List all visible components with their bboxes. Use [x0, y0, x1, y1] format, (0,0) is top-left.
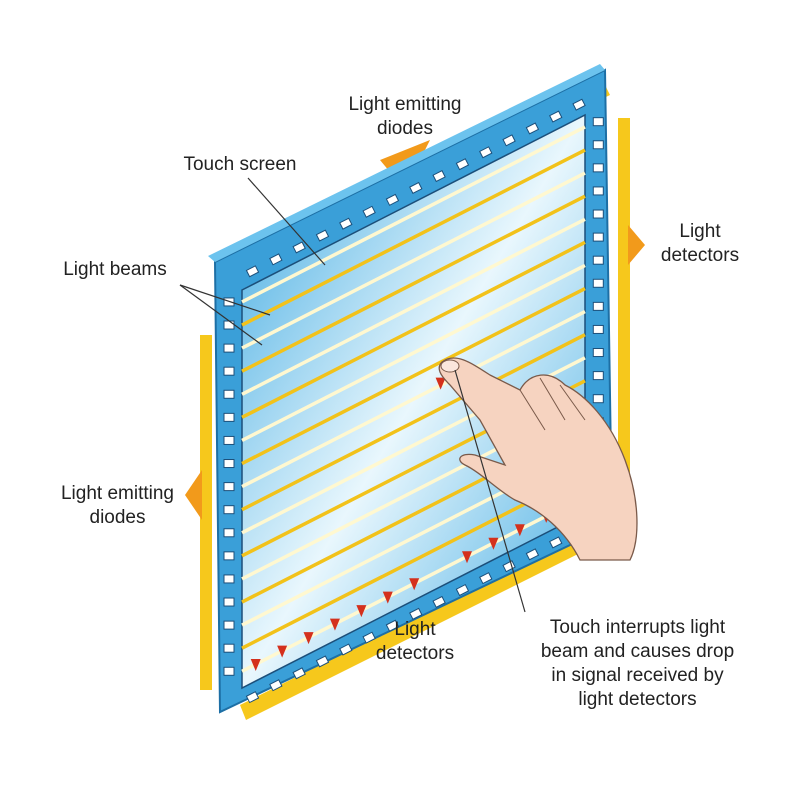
emitter-diode-top: [269, 253, 283, 266]
emitter-diode-left: [223, 435, 235, 445]
emitter-diode-left: [223, 389, 235, 399]
emitter-diode-top: [502, 134, 516, 147]
detector-diode-right: [592, 140, 604, 150]
emitter-diode-top: [245, 265, 260, 278]
emitter-diode-left: [223, 666, 235, 676]
detector-diode-bottom: [385, 619, 400, 632]
detector-diode-right: [592, 278, 604, 288]
emitter-diode-left: [223, 343, 235, 353]
emitter-diode-top: [315, 229, 330, 242]
arrow-left-icon: [185, 470, 202, 520]
detector-diode-bottom: [292, 667, 306, 680]
emitter-diode-left: [223, 551, 235, 561]
beam-arrowhead: [250, 659, 261, 672]
beam-arrowhead: [409, 578, 420, 591]
beam-arrowhead: [488, 537, 499, 550]
bracket-right: [618, 118, 630, 503]
label-light-beams: Light beams: [63, 259, 167, 280]
label-top-light-emitting-diodes: Light emitting diodes: [348, 94, 462, 139]
emitter-diode-left: [223, 597, 235, 607]
detector-diode-bottom: [525, 548, 540, 561]
emitter-diode-top: [339, 217, 353, 230]
emitter-diode-top: [432, 170, 446, 183]
emitter-diode-left: [223, 643, 235, 653]
emitter-diode-top: [292, 241, 306, 254]
detector-diode-bottom: [362, 631, 376, 644]
arrow-right-icon: [628, 225, 645, 265]
emitter-diode-left: [223, 528, 235, 538]
emitter-diode-top: [549, 110, 563, 123]
detector-diode-bottom: [549, 536, 563, 549]
detector-diode-right: [592, 186, 604, 196]
emitter-diode-top: [525, 122, 540, 135]
detector-diode-bottom: [502, 560, 516, 573]
emitter-diode-left: [223, 459, 235, 469]
label-touch-interrupts-note: Touch interrupts light beam and causes d…: [540, 617, 735, 710]
emitter-diode-top: [479, 146, 493, 159]
detector-diode-right: [592, 209, 604, 219]
label-left-light-emitting-diodes: Light emitting diodes: [60, 483, 174, 528]
emitter-diode-top: [385, 193, 400, 206]
detector-diode-right: [592, 394, 604, 404]
beam-arrowhead: [356, 605, 367, 618]
detector-diode-bottom: [455, 583, 470, 597]
detector-diode-bottom: [479, 572, 493, 585]
emitter-diode-top: [362, 205, 376, 218]
detector-diode-right: [592, 324, 604, 334]
emitter-diode-top: [572, 98, 586, 111]
leader-touch-screen: [247, 177, 326, 266]
detector-diode-right: [592, 301, 604, 311]
detector-diode-right: [592, 232, 604, 242]
frame-top-edge: [208, 64, 605, 262]
emitter-diode-left: [223, 620, 235, 630]
emitter-diode-left: [223, 412, 235, 422]
leader-light-beam-1: [179, 284, 271, 316]
detector-diode-bottom: [432, 595, 446, 608]
beam-arrowhead: [303, 632, 314, 645]
hand-touching-screen: [438, 357, 638, 561]
emitter-diode-left: [223, 320, 235, 330]
label-bottom-light-detectors: Light detectors: [375, 619, 455, 664]
label-touch-screen: Touch screen: [183, 154, 297, 175]
detector-diode-right: [592, 163, 604, 173]
detector-diode-right: [592, 348, 604, 358]
beam-arrowhead: [277, 645, 288, 658]
hand-finger-lines: [519, 377, 586, 431]
emitter-diode-left: [223, 482, 235, 492]
beam-arrowhead: [435, 377, 446, 390]
beam-arrowhead: [382, 591, 393, 604]
emitter-diode-left: [223, 505, 235, 515]
fingernail: [440, 359, 460, 373]
detector-diode-bottom: [339, 643, 353, 656]
detector-diode-bottom: [269, 679, 283, 692]
beam-arrowhead: [462, 551, 473, 564]
detector-diode-bottom: [315, 655, 330, 668]
emitter-diode-top: [455, 158, 470, 171]
detector-diode-right: [592, 371, 604, 381]
bracket-left: [200, 335, 212, 690]
detector-diode-bottom: [409, 607, 423, 620]
label-right-light-detectors: Light detectors: [660, 221, 740, 266]
detector-diode-bottom: [245, 691, 260, 704]
beam-arrowhead: [514, 524, 525, 537]
leader-light-beam-2: [179, 284, 263, 346]
beam-arrowhead: [329, 618, 340, 631]
detector-diode-right: [592, 255, 604, 265]
leader-touch-note: [454, 369, 526, 613]
emitter-diode-left: [223, 574, 235, 584]
detector-diode-right: [592, 117, 604, 127]
emitter-diode-left: [223, 366, 235, 376]
emitter-diode-top: [409, 181, 423, 195]
